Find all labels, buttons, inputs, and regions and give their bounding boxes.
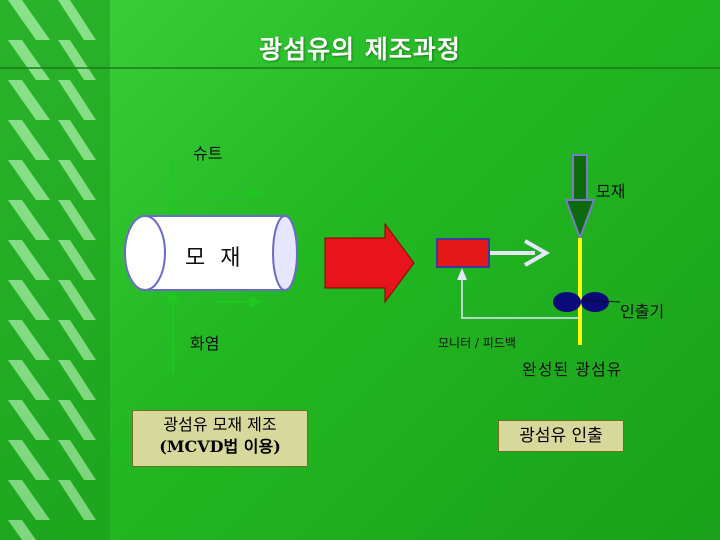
left-stripe-pattern bbox=[0, 0, 110, 540]
flame-label: 화염 bbox=[190, 334, 220, 353]
heat-arrow bbox=[490, 239, 551, 267]
puller-label: 인출기 bbox=[620, 302, 665, 321]
soot-label: 슈트 bbox=[193, 144, 223, 163]
monitor-feedback-label: 모니터 / 피드백 bbox=[438, 336, 516, 350]
preform-top-label: 모재 bbox=[596, 182, 626, 201]
preform-cylinder-label: 모 재 bbox=[185, 246, 245, 271]
drawing-process-box: 광섬유 인출 bbox=[498, 420, 624, 452]
preform-process-box: 광섬유 모재 제조 (MCVD법 이용) bbox=[132, 410, 308, 467]
roller-right bbox=[581, 292, 609, 312]
preform-process-line1: 광섬유 모재 제조 bbox=[163, 415, 277, 434]
preform-rod bbox=[564, 154, 596, 241]
finished-fiber-label: 완성된 광섬유 bbox=[522, 360, 623, 379]
feedback-line bbox=[461, 277, 580, 319]
feedback-arrowhead bbox=[457, 268, 467, 280]
preform-process-line2: (MCVD법 이용) bbox=[159, 437, 281, 456]
puller-callout bbox=[582, 299, 621, 303]
heating-box: 열처 bbox=[436, 238, 490, 268]
roller-left bbox=[553, 292, 581, 312]
page-title: 광섬유의 제조과정 bbox=[259, 35, 461, 64]
process-arrow bbox=[324, 222, 415, 304]
preform-cylinder bbox=[124, 215, 298, 291]
